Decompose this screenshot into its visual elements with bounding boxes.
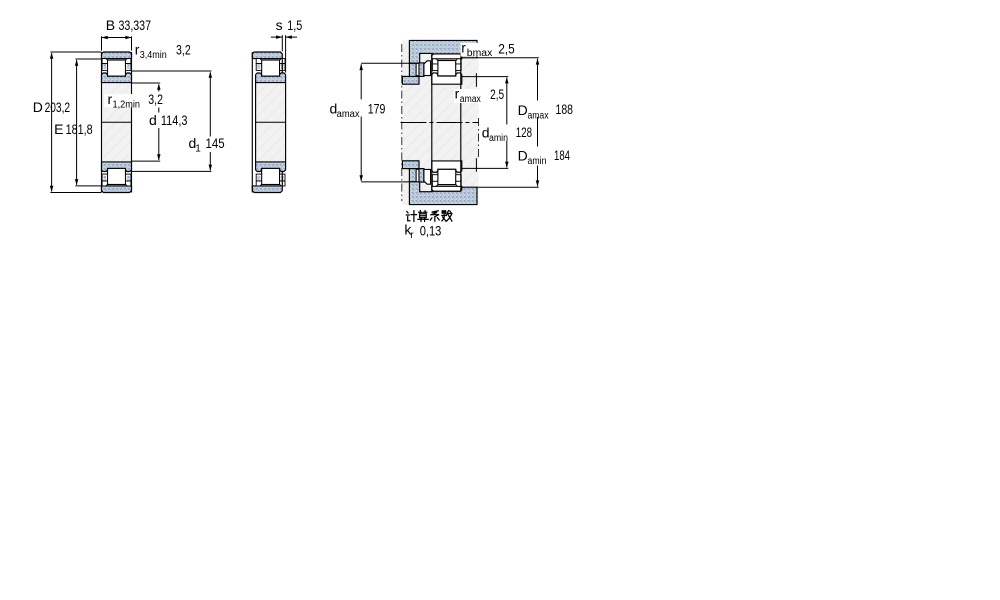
svg-text:k: k — [404, 222, 412, 238]
svg-text:3,2: 3,2 — [176, 42, 191, 58]
svg-text:179: 179 — [368, 101, 386, 117]
svg-text:114,3: 114,3 — [161, 112, 188, 128]
svg-text:amin: amin — [528, 156, 547, 167]
svg-text:r: r — [108, 91, 113, 107]
svg-text:1,2min: 1,2min — [113, 100, 141, 111]
svg-text:3,4min: 3,4min — [140, 50, 167, 61]
svg-text:E: E — [54, 121, 63, 137]
svg-text:184: 184 — [554, 147, 570, 163]
svg-text:bmax: bmax — [467, 48, 493, 59]
svg-text:D: D — [518, 102, 528, 118]
svg-text:3,2: 3,2 — [148, 91, 163, 107]
svg-text:amin: amin — [489, 133, 508, 144]
svg-text:203,2: 203,2 — [45, 99, 71, 115]
svg-text:188: 188 — [556, 101, 574, 117]
svg-text:d: d — [189, 135, 197, 151]
svg-text:1,5: 1,5 — [287, 17, 302, 33]
svg-text:amax: amax — [337, 109, 360, 120]
svg-text:2,5: 2,5 — [490, 86, 504, 102]
svg-text:s: s — [276, 17, 283, 33]
svg-text:r: r — [135, 42, 140, 58]
svg-text:33,337: 33,337 — [119, 17, 152, 33]
svg-text:amax: amax — [460, 94, 481, 105]
svg-text:D: D — [33, 99, 43, 115]
svg-text:2,5: 2,5 — [498, 40, 515, 56]
svg-text:r: r — [461, 40, 466, 56]
svg-text:181,8: 181,8 — [66, 121, 93, 137]
svg-text:128: 128 — [516, 124, 532, 140]
svg-text:d: d — [482, 124, 490, 140]
svg-text:D: D — [518, 147, 528, 163]
svg-text:145: 145 — [206, 135, 225, 151]
svg-text:r: r — [455, 86, 460, 102]
svg-text:r: r — [410, 230, 414, 241]
svg-text:d: d — [330, 101, 338, 117]
svg-text:B: B — [106, 17, 115, 33]
svg-text:d: d — [149, 112, 157, 128]
svg-text:amax: amax — [528, 110, 549, 121]
svg-text:1: 1 — [195, 144, 201, 155]
svg-text:0,13: 0,13 — [420, 222, 442, 238]
